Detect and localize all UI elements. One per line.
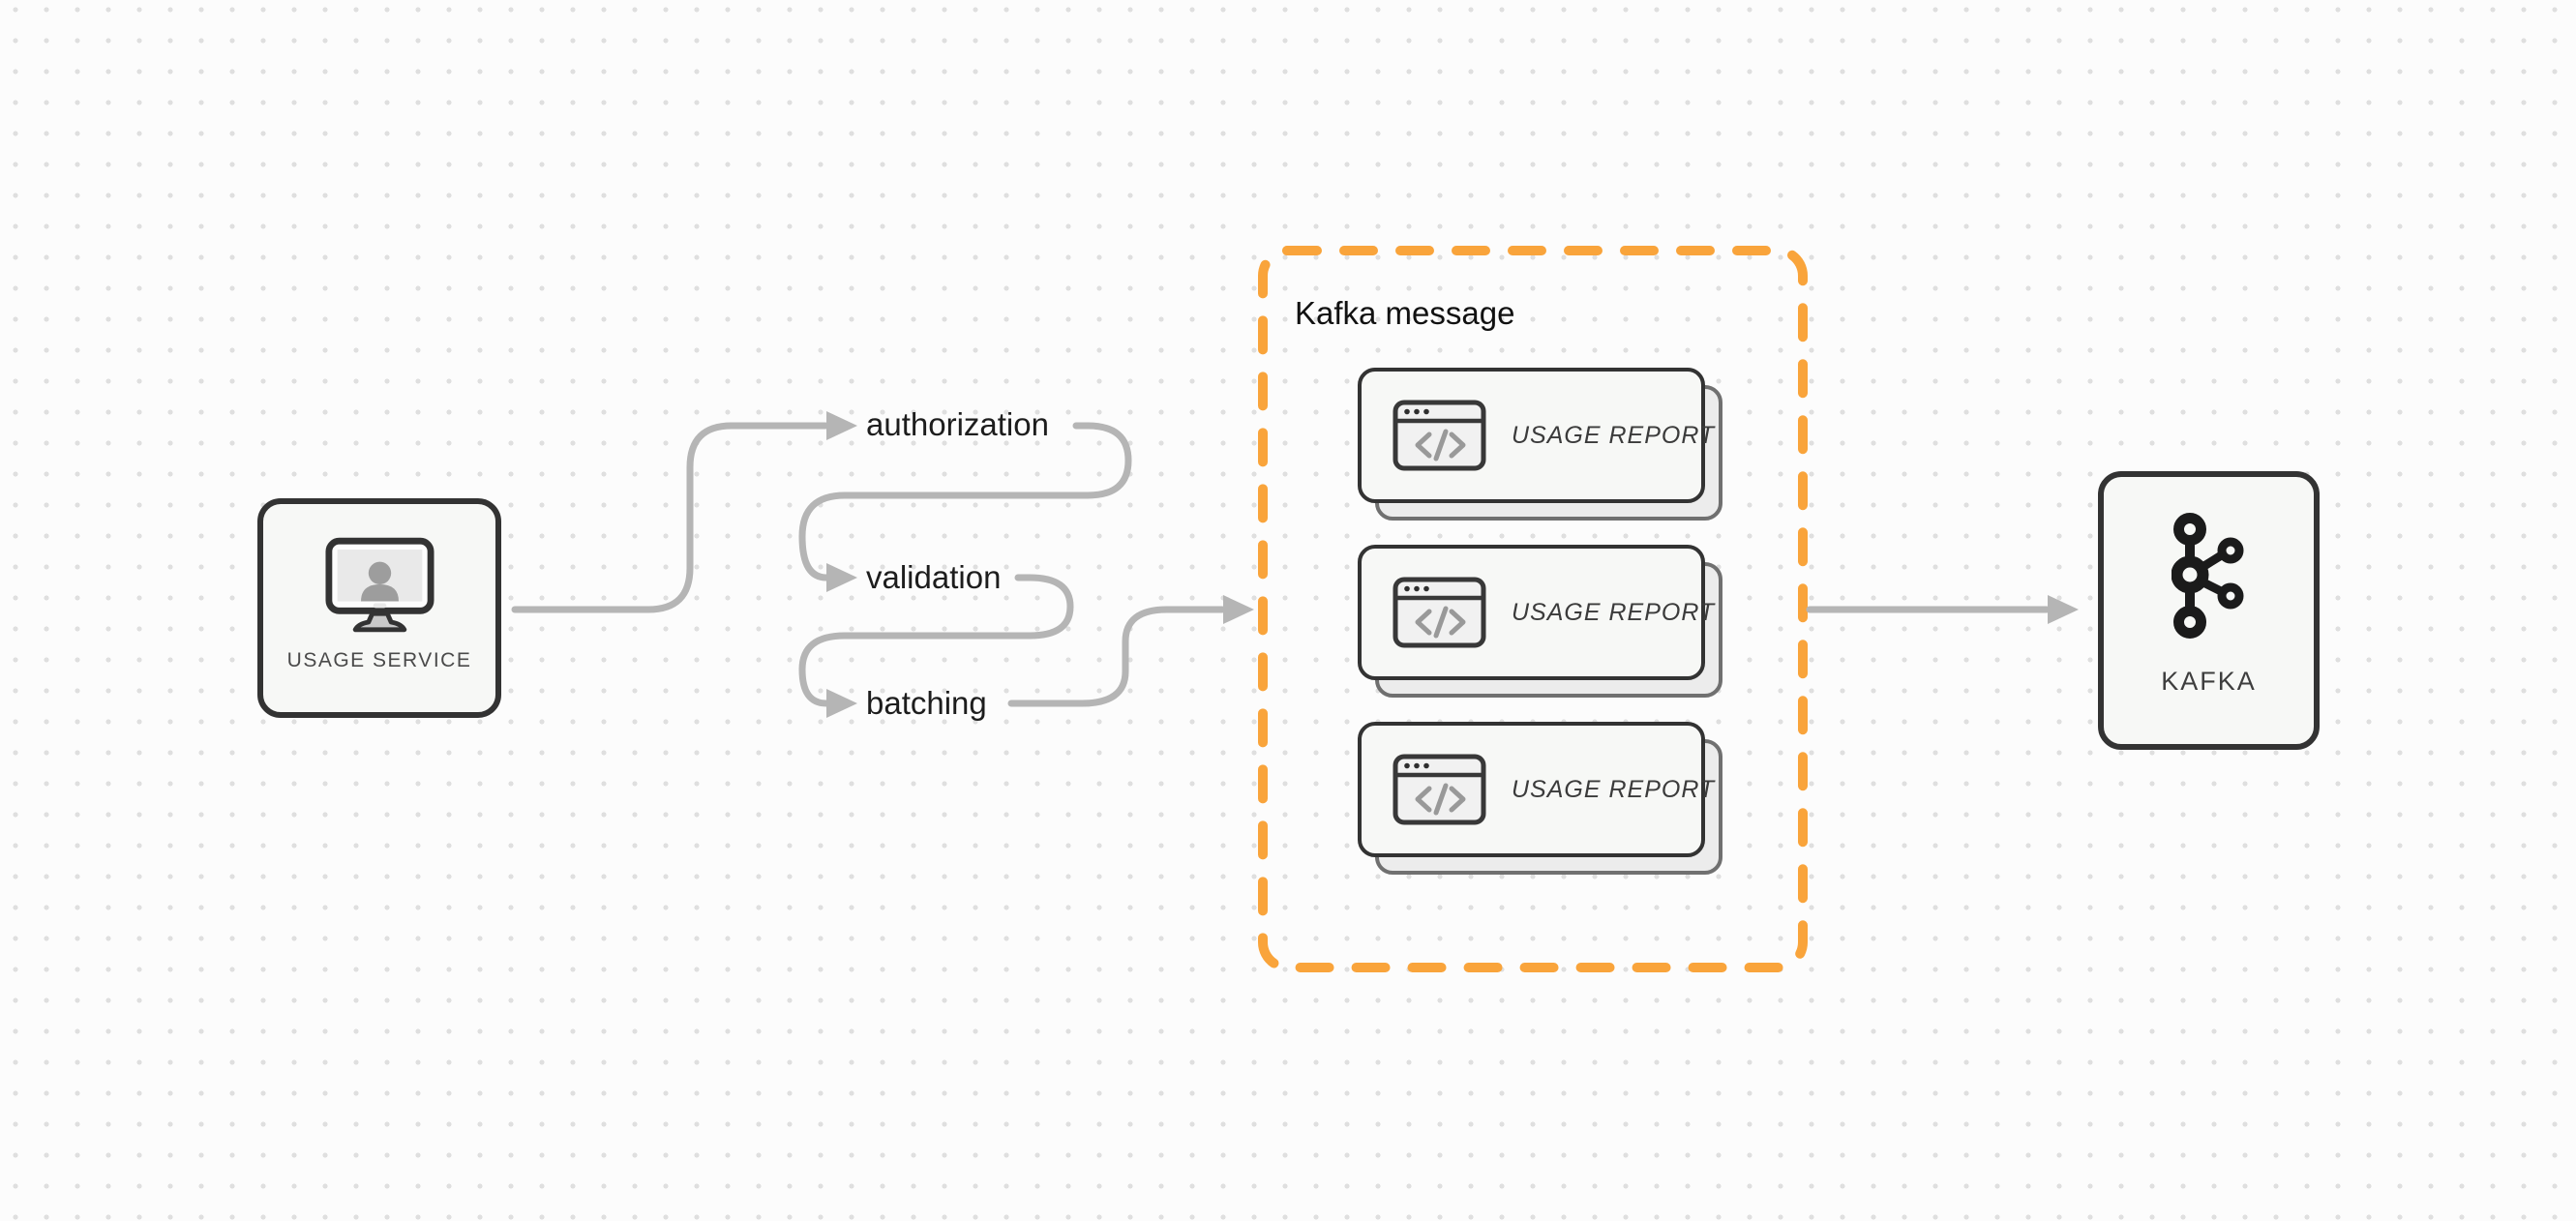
usage-report-label: USAGE REPORT xyxy=(1512,421,1716,449)
code-window-icon xyxy=(1393,754,1486,825)
arrowhead-kafka xyxy=(2048,595,2079,624)
usage-report-label: USAGE REPORT xyxy=(1512,775,1716,803)
code-window-icon xyxy=(1393,577,1486,648)
arrowhead-batching xyxy=(826,689,857,718)
kafka-logo-icon xyxy=(2171,513,2243,639)
step-label-batching: batching xyxy=(866,685,987,721)
code-window-icon xyxy=(1393,400,1486,471)
connector-usage-to-authorization xyxy=(511,422,829,613)
step-label-validation: validation xyxy=(866,559,1002,595)
arrowhead-validation xyxy=(826,563,857,592)
usage-report-label: USAGE REPORT xyxy=(1512,598,1716,626)
kafka-node: KAFKA xyxy=(2098,471,2320,750)
usage-report-card: USAGE REPORT xyxy=(1358,545,1722,698)
arrowhead-group xyxy=(1223,595,1254,624)
connector-authorization-to-validation xyxy=(798,422,1132,581)
step-label-authorization: authorization xyxy=(866,406,1049,442)
card-front: USAGE REPORT xyxy=(1358,368,1714,503)
kafka-label: KAFKA xyxy=(2161,667,2257,696)
card-front: USAGE REPORT xyxy=(1358,722,1714,857)
usage-report-card: USAGE REPORT xyxy=(1358,368,1722,521)
monitor-user-icon xyxy=(324,537,434,633)
card-front: USAGE REPORT xyxy=(1358,545,1714,680)
arrowhead-authorization xyxy=(826,411,857,440)
usage-service-label: USAGE SERVICE xyxy=(286,649,472,671)
connector-batching-to-group xyxy=(1007,606,1226,707)
kafka-message-group-title: Kafka message xyxy=(1295,295,1515,331)
connector-validation-to-batching xyxy=(798,574,1074,707)
usage-service-node: USAGE SERVICE xyxy=(257,498,501,718)
kafka-message-group-border xyxy=(1258,246,1808,972)
usage-report-card: USAGE REPORT xyxy=(1358,722,1722,875)
